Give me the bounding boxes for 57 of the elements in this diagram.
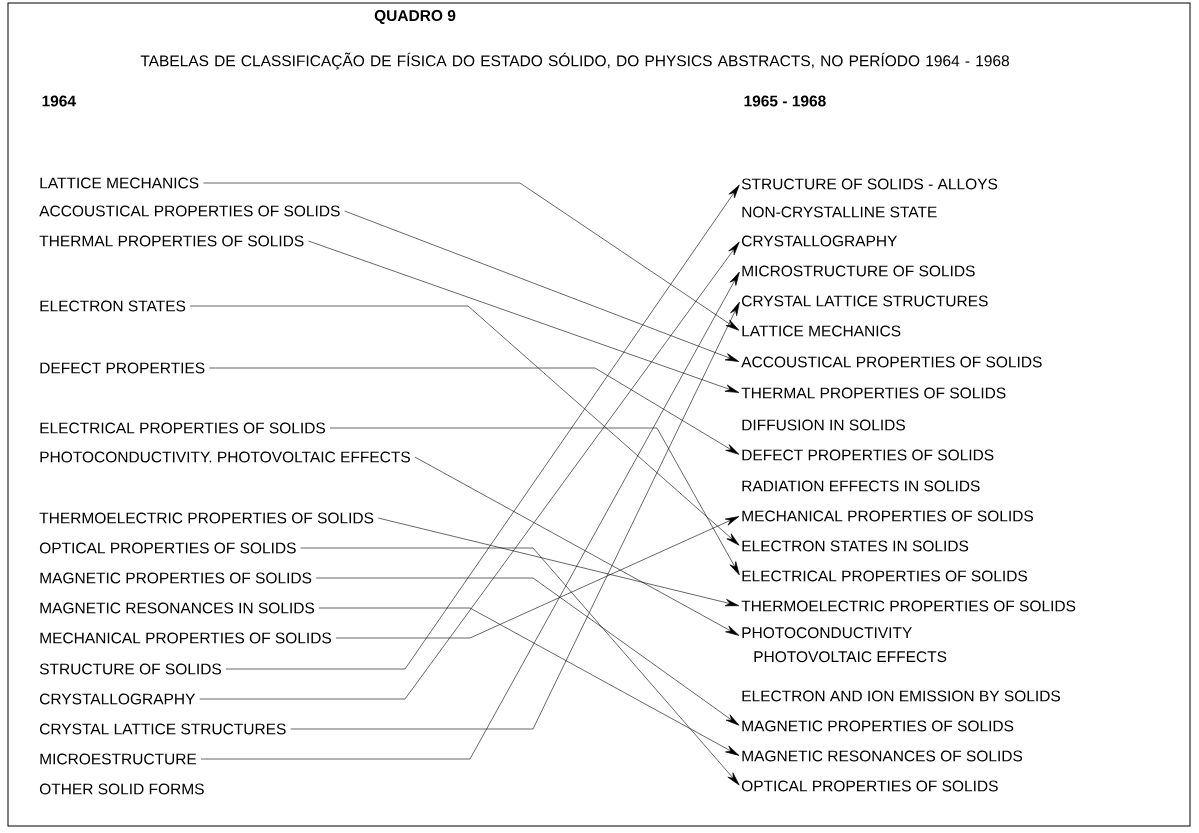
list-item: STRUCTURE OF SOLIDS - ALLOYS	[741, 178, 998, 190]
list-item: MECHANICAL PROPERTIES OF SOLIDS	[742, 510, 1034, 522]
arrow	[189, 305, 740, 546]
list-item: MICROESTRUCTURE	[40, 753, 197, 765]
list-item: RADIATION EFFECTS IN SOLIDS	[742, 480, 980, 492]
arrow	[344, 210, 740, 362]
list-item: MECHANICAL PROPERTIES OF SOLIDS	[40, 632, 332, 644]
list-item: CRYSTALLOGRAPHY	[742, 235, 898, 247]
list-item: THERMOELECTRIC PROPERTIES OF SOLIDS	[39, 512, 374, 524]
list-item: LATTICE MECHANICS	[40, 177, 199, 189]
list-item: CRYSTAL LATTICE STRUCTURES	[40, 723, 286, 735]
arrow	[315, 577, 740, 726]
list-item: THERMAL PROPERTIES OF SOLIDS	[741, 387, 1006, 399]
list-item: ELECTRON STATES IN SOLIDS	[742, 540, 969, 552]
list-item: ELECTRICAL PROPERTIES OF SOLIDS	[742, 570, 1028, 582]
arrow	[414, 456, 740, 636]
list-item: ELECTRON STATES	[40, 300, 186, 312]
list-item: DIFFUSION IN SOLIDS	[742, 419, 905, 431]
list-item: THERMAL PROPERTIES OF SOLIDS	[39, 235, 304, 247]
arrow	[377, 517, 740, 607]
list-item: ACCOUSTICAL PROPERTIES OF SOLIDS	[39, 205, 340, 217]
arrow	[225, 184, 740, 670]
column-heading: 1964	[42, 95, 76, 107]
list-item: DEFECT PROPERTIES OF SOLIDS	[742, 449, 994, 461]
list-item: CRYSTALLOGRAPHY	[40, 693, 196, 705]
arrow	[300, 547, 740, 786]
list-item: NON-CRYSTALLINE STATE	[742, 206, 937, 218]
list-item: MAGNETIC PROPERTIES OF SOLIDS	[742, 720, 1014, 732]
list-item: MAGNETIC PROPERTIES OF SOLIDS	[40, 572, 312, 584]
list-item: STRUCTURE OF SOLIDS	[39, 663, 222, 675]
column-heading: 1965 - 1968	[744, 95, 826, 107]
arrow	[329, 427, 740, 576]
arrow	[203, 182, 740, 331]
list-item: OPTICAL PROPERTIES OF SOLIDS	[39, 542, 296, 554]
subtitle: TABELAS DE CLASSIFICAÇÃO DE FÍSICA DO ESTADO SÓLIDO, DO PHYSICS ABSTRACTS, NO PERÍODO 1964 - 1968	[140, 52, 1009, 70]
list-item: OPTICAL PROPERTIES OF SOLIDS	[741, 780, 998, 792]
arrow	[290, 301, 740, 730]
arrow	[335, 516, 740, 639]
list-item: ELECTRICAL PROPERTIES OF SOLIDS	[40, 422, 326, 434]
list-item: MICROSTRUCTURE OF SOLIDS	[742, 265, 975, 277]
arrow	[308, 240, 740, 393]
list-item: MAGNETIC RESONANCES OF SOLIDS	[742, 750, 1023, 762]
list-item: ELECTRON AND ION EMISSION BY SOLIDS	[742, 690, 1061, 702]
list-item: LATTICE MECHANICS	[742, 325, 901, 337]
list-item: PHOTOCONDUCTIVITY PHOTOVOLTAIC EFFECTS	[742, 627, 947, 663]
list-item: ACCOUSTICAL PROPERTIES OF SOLIDS	[741, 356, 1042, 368]
list-item: THERMOELECTRIC PROPERTIES OF SOLIDS	[741, 600, 1076, 612]
arrow	[199, 241, 740, 700]
list-item: OTHER SOLID FORMS	[39, 783, 204, 795]
title: QUADRO 9	[374, 10, 456, 24]
list-item: MAGNETIC RESONANCES IN SOLIDS	[40, 602, 315, 614]
arrow	[200, 271, 740, 760]
arrow	[209, 367, 740, 455]
list-item: CRYSTAL LATTICE STRUCTURES	[742, 295, 988, 307]
list-item: PHOTOCONDUCTIVITY. PHOTOVOLTAIC EFFECTS	[40, 451, 410, 463]
arrow	[318, 607, 740, 756]
list-item: DEFECT PROPERTIES	[40, 362, 205, 374]
